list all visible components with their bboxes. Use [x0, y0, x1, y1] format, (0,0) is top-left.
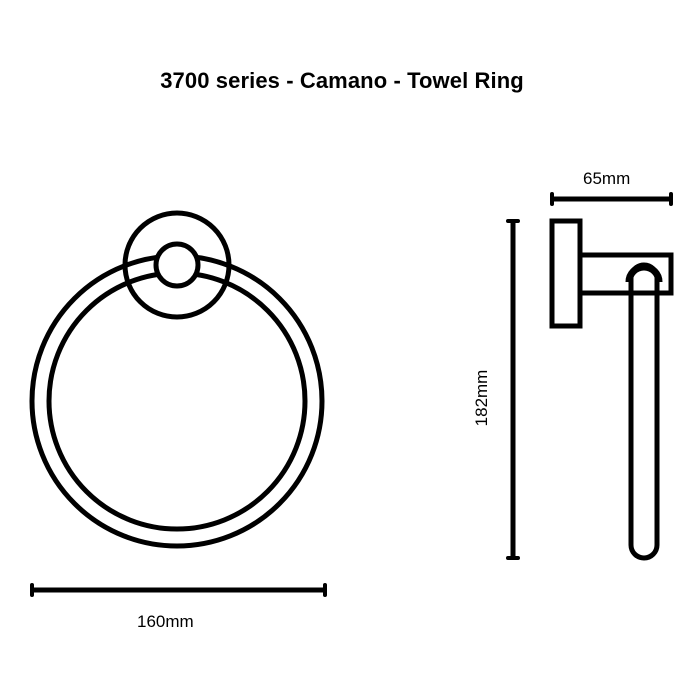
height-dimension-line	[506, 219, 520, 560]
side-ring-hook	[625, 263, 663, 283]
depth-dimension-label: 65mm	[583, 169, 631, 188]
side-ring-profile	[628, 262, 660, 561]
front-view	[29, 210, 325, 549]
side-view	[549, 218, 674, 561]
side-backplate	[549, 218, 583, 329]
knob	[153, 241, 201, 289]
depth-dimension-line	[550, 192, 673, 206]
width-dimension-line	[30, 583, 327, 597]
drawing-title: 3700 series - Camano - Towel Ring	[160, 68, 524, 93]
width-dimension-label: 160mm	[137, 612, 194, 631]
height-dimension-label: 182mm	[472, 369, 491, 427]
